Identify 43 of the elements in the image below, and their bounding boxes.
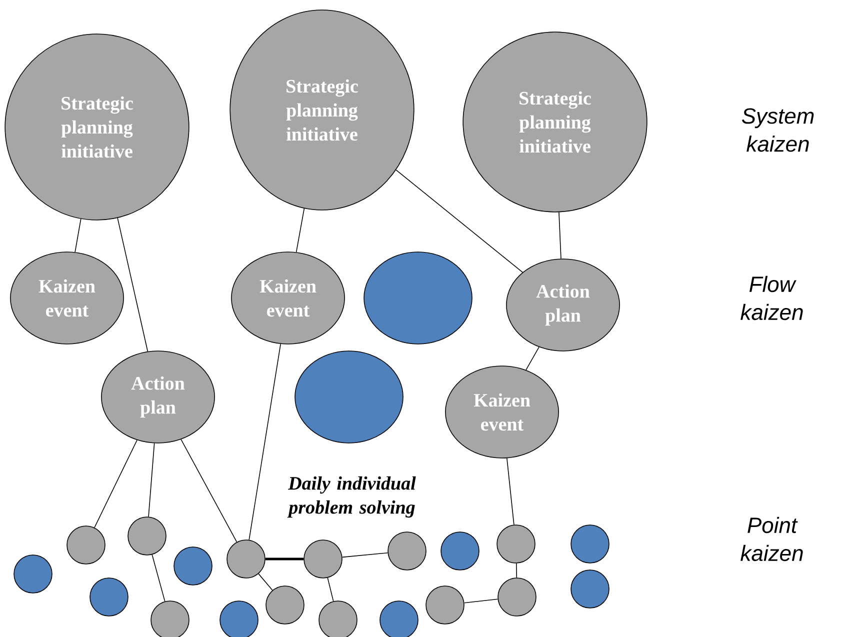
connector-line	[248, 344, 281, 540]
connector-line	[180, 439, 238, 542]
connector-line	[396, 170, 523, 273]
connector-line	[558, 212, 562, 260]
connector-line	[148, 442, 155, 518]
circle	[304, 540, 342, 578]
circle	[318, 600, 358, 637]
connector-line	[327, 577, 334, 602]
connector-line	[265, 558, 304, 560]
connector-line	[117, 218, 148, 352]
circle	[174, 546, 212, 586]
connector-line	[296, 208, 305, 252]
connector-line	[258, 573, 273, 591]
connector-line	[74, 218, 82, 252]
connector-line	[526, 346, 540, 370]
circle	[570, 524, 610, 564]
circle	[426, 586, 464, 624]
level-label: System kaizen	[742, 108, 814, 152]
circle	[14, 554, 52, 594]
circle	[498, 578, 536, 616]
circle	[90, 578, 128, 616]
circle	[266, 586, 304, 624]
level-label: Point kaizen	[740, 516, 803, 562]
circle	[128, 516, 166, 556]
connector-line	[516, 563, 518, 578]
connector-line	[506, 458, 514, 526]
connector-line	[342, 552, 388, 558]
circle	[66, 526, 106, 564]
circle	[380, 600, 418, 637]
caption-text: Daily individual problem solving	[287, 476, 416, 518]
circle	[294, 350, 404, 444]
circle	[150, 600, 190, 637]
circle	[496, 524, 536, 564]
connector-line	[464, 598, 498, 604]
circle	[220, 600, 258, 637]
circle	[226, 540, 266, 578]
circle	[364, 252, 472, 344]
level-label: Flow kaizen	[740, 276, 803, 320]
connector-line	[152, 554, 166, 602]
circle	[388, 532, 426, 570]
connector-line	[94, 440, 138, 528]
circle	[570, 570, 610, 608]
circle	[440, 532, 480, 570]
